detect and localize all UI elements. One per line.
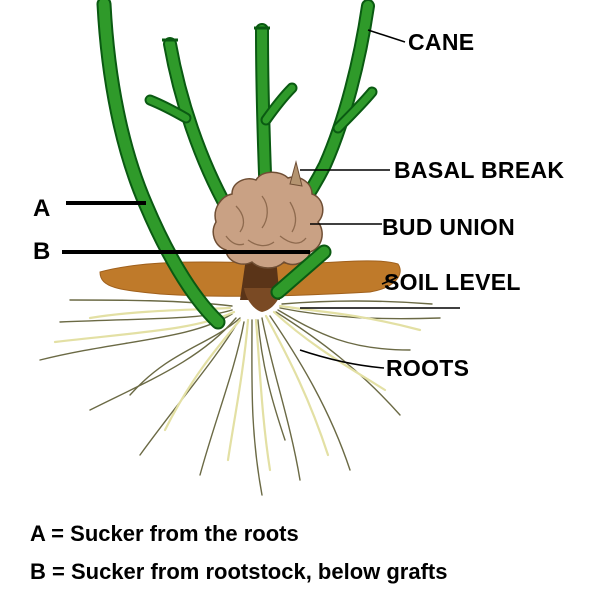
cane-left bbox=[144, 37, 235, 217]
basal-break-shoot bbox=[289, 160, 303, 187]
leader-lines bbox=[62, 29, 460, 369]
label-bud-union: BUD UNION bbox=[382, 214, 516, 240]
label-b: B bbox=[33, 238, 51, 265]
label-roots: ROOTS bbox=[386, 355, 470, 381]
sucker-a-cane bbox=[96, 0, 226, 330]
sucker-b-shoot bbox=[270, 244, 332, 300]
cane-right bbox=[291, 0, 378, 217]
label-soil-level: SOIL LEVEL bbox=[384, 269, 521, 295]
bud-union bbox=[212, 171, 324, 269]
roots bbox=[39, 299, 441, 496]
label-a: A bbox=[33, 195, 51, 222]
label-cane: CANE bbox=[408, 29, 475, 55]
legend-a: A = Sucker from the roots bbox=[30, 521, 299, 546]
legend-b: B = Sucker from rootstock, below grafts bbox=[30, 559, 448, 584]
label-basal-break: BASAL BREAK bbox=[394, 157, 565, 183]
